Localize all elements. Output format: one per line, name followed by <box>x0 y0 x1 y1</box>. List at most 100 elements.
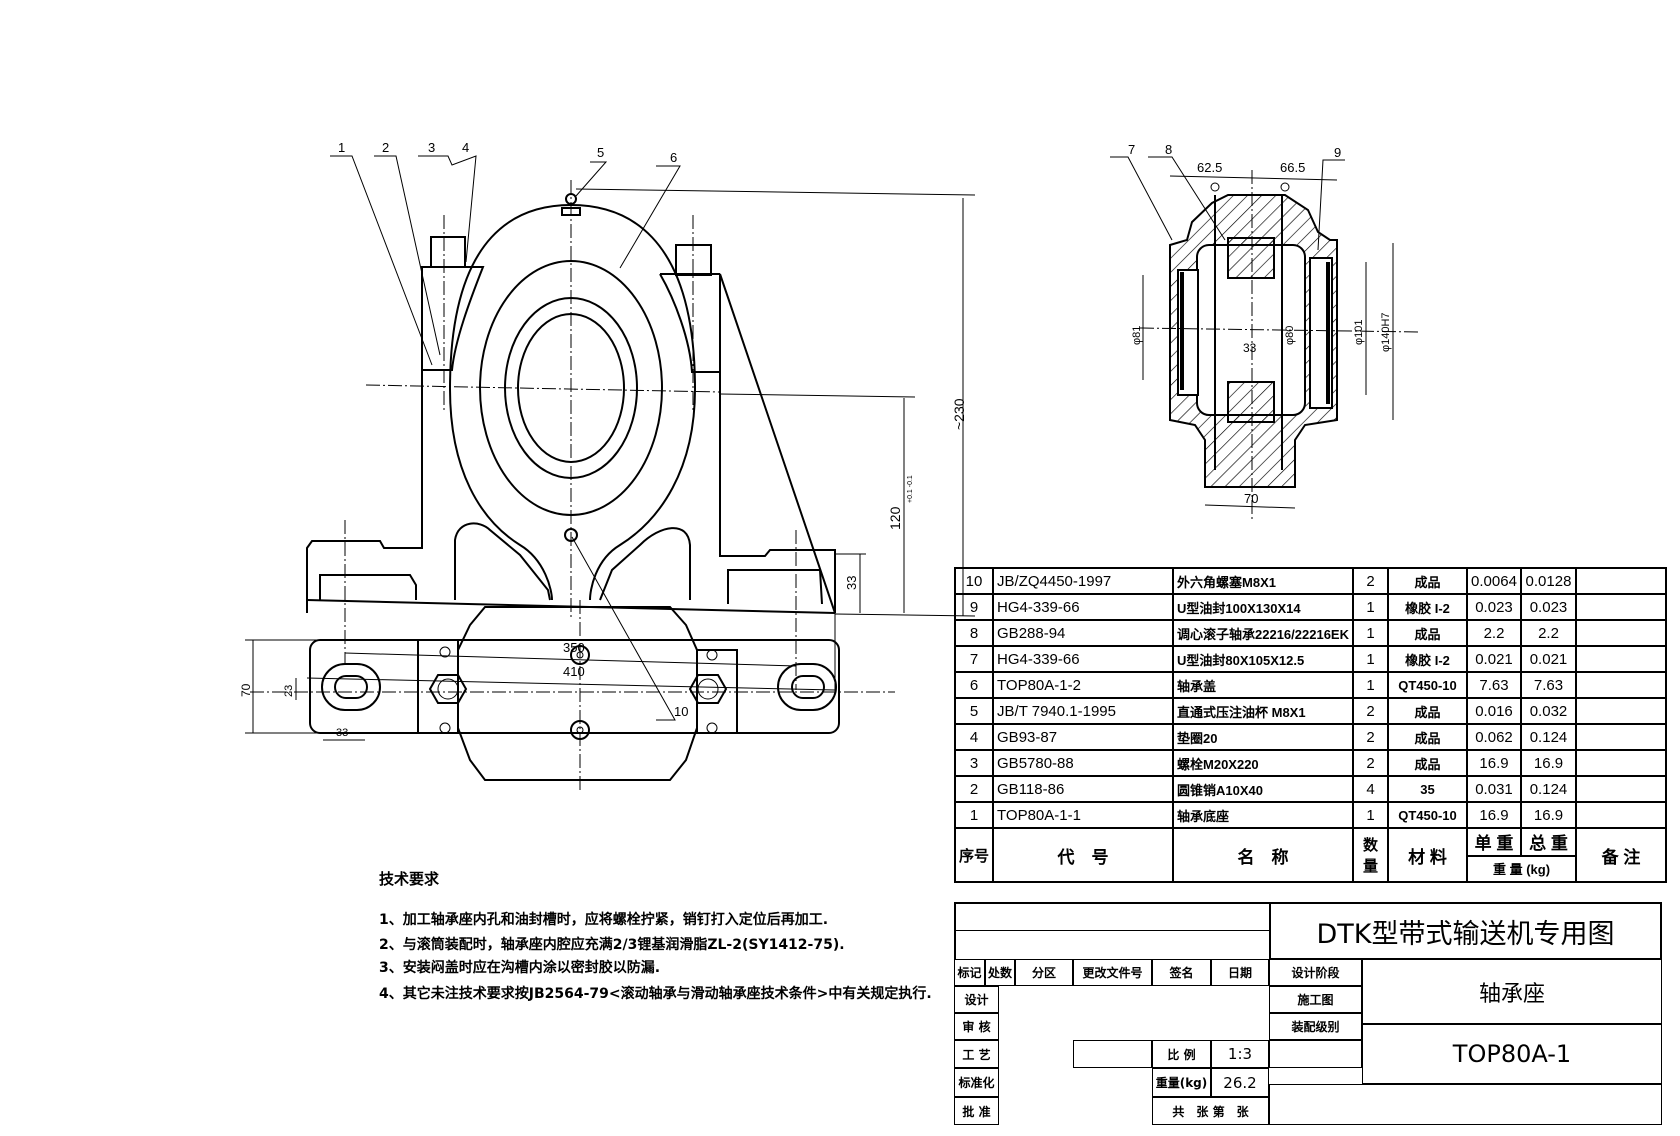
part-code: HG4-339-66 <box>992 593 1175 621</box>
part-unit-weight: 0.0064 <box>1466 567 1522 595</box>
part-no: 6 <box>953 671 995 699</box>
tech-requirement-item: 2、与滚筒装配时，轴承座内腔应充满2/3锂基润滑脂ZL-2(SY1412-75)… <box>379 937 845 953</box>
part-unit-weight: 16.9 <box>1466 749 1522 777</box>
top-view: 70 23 33 <box>239 600 895 790</box>
part-name: 调心滚子轴承22216/22216EK <box>1172 619 1354 647</box>
part-code: JB/T 7940.1-1995 <box>992 697 1175 725</box>
part-material: 成品 <box>1387 749 1468 777</box>
part-unit-weight: 2.2 <box>1466 619 1522 647</box>
dim-phi-80: φ80 <box>1284 326 1296 345</box>
dim-66-5: 66.5 <box>1280 160 1305 175</box>
part-code: GB5780-88 <box>992 749 1175 777</box>
part-name: 轴承盖 <box>1172 671 1354 699</box>
label-construction-drawing: 施工图 <box>1269 986 1362 1013</box>
callout-8: 8 <box>1165 142 1172 157</box>
label-count: 处数 <box>985 959 1015 986</box>
dim-center-tolerance: +0.1 -0.1 <box>907 475 914 503</box>
label-process: 工 艺 <box>954 1040 999 1068</box>
part-total-weight: 0.032 <box>1520 697 1577 725</box>
part-name: 轴承座 <box>1362 959 1662 1024</box>
part-no: 3 <box>953 749 995 777</box>
label-assembly-level: 装配级别 <box>1269 1013 1362 1040</box>
part-note <box>1575 723 1667 751</box>
part-name: 外六角螺塞M8X1 <box>1172 567 1354 595</box>
part-material: 成品 <box>1387 567 1468 595</box>
header-note: 备 注 <box>1575 827 1667 883</box>
part-note <box>1575 697 1667 725</box>
dim-height-total: ~230 <box>951 398 967 430</box>
label-review: 审 核 <box>954 1013 999 1040</box>
callout-10: 10 <box>674 704 688 719</box>
header-no: 序号 <box>953 827 995 883</box>
part-qty: 1 <box>1352 801 1389 829</box>
part-unit-weight: 0.023 <box>1466 593 1522 621</box>
dim-center-height: 120 <box>887 506 903 530</box>
part-no: 4 <box>953 723 995 751</box>
tech-requirement-item: 4、其它未注技术要求按JB2564-79<滚动轴承与滑动轴承座技术条件>中有关规… <box>379 986 932 1002</box>
part-code: TOP80A-1-1 <box>992 801 1175 829</box>
part-note <box>1575 567 1667 595</box>
part-material: 橡胶 I-2 <box>1387 645 1468 673</box>
header-name: 名 称 <box>1172 827 1354 883</box>
part-note <box>1575 645 1667 673</box>
dim-top-23: 23 <box>283 685 295 697</box>
part-qty: 2 <box>1352 697 1389 725</box>
part-material: 35 <box>1387 775 1468 803</box>
callout-7: 7 <box>1128 142 1135 157</box>
label-mark: 标记 <box>954 959 985 986</box>
callout-6: 6 <box>670 150 677 165</box>
part-unit-weight: 0.021 <box>1466 645 1522 673</box>
header-weight-kg: 重 量 (kg) <box>1466 854 1577 883</box>
dim-phi-140: φ140H7 <box>1380 312 1392 352</box>
part-qty: 4 <box>1352 775 1389 803</box>
label-design: 设计 <box>954 986 999 1013</box>
part-total-weight: 2.2 <box>1520 619 1577 647</box>
part-unit-weight: 0.031 <box>1466 775 1522 803</box>
part-unit-weight: 0.016 <box>1466 697 1522 725</box>
callout-5: 5 <box>597 145 604 160</box>
tech-requirement-item: 1、加工轴承座内孔和油封槽时，应将螺栓拧紧，销钉打入定位后再加工. <box>379 912 829 928</box>
part-total-weight: 16.9 <box>1520 749 1577 777</box>
front-view: ~230 120 +0.1 -0.1 33 350 410 1 2 3 4 5 … <box>306 140 976 721</box>
part-material: 成品 <box>1387 723 1468 751</box>
label-weight: 重量(kg) <box>1152 1068 1211 1097</box>
part-material: QT450-10 <box>1387 801 1468 829</box>
part-name: 圆锥销A10X40 <box>1172 775 1354 803</box>
callout-3: 3 <box>428 140 435 155</box>
label-standardization: 标准化 <box>954 1068 999 1097</box>
header-qty: 数量 <box>1352 827 1389 883</box>
part-no: 7 <box>953 645 995 673</box>
part-material: QT450-10 <box>1387 671 1468 699</box>
part-no: 10 <box>953 567 995 595</box>
part-name: U型油封100X130X14 <box>1172 593 1354 621</box>
project-title: DTK型带式输送机专用图 <box>1269 902 1662 959</box>
dim-62-5: 62.5 <box>1197 160 1222 175</box>
scale-value: 1:3 <box>1211 1040 1269 1068</box>
callout-1: 1 <box>338 140 345 155</box>
part-code: HG4-339-66 <box>992 645 1175 673</box>
dim-top-70: 70 <box>239 683 253 697</box>
part-code: GB93-87 <box>992 723 1175 751</box>
side-section-view: 62.5 66.5 70 φ81 φ80 φ101 φ140H7 33 7 8 … <box>1110 142 1421 520</box>
label-sheets: 共 张 第 张 <box>1152 1097 1269 1125</box>
part-note <box>1575 671 1667 699</box>
dim-base-length: 410 <box>563 664 585 679</box>
header-code: 代 号 <box>992 827 1175 883</box>
header-total-weight: 总 重 <box>1520 827 1577 857</box>
part-qty: 2 <box>1352 723 1389 751</box>
part-note <box>1575 801 1667 829</box>
part-code: JB/ZQ4450-1997 <box>992 567 1175 595</box>
callouts-side: 7 8 9 <box>1110 142 1345 251</box>
part-qty: 2 <box>1352 749 1389 777</box>
dim-foot-height: 33 <box>844 576 859 590</box>
part-name: 直通式压注油杯 M8X1 <box>1172 697 1354 725</box>
part-note <box>1575 619 1667 647</box>
part-no: 8 <box>953 619 995 647</box>
